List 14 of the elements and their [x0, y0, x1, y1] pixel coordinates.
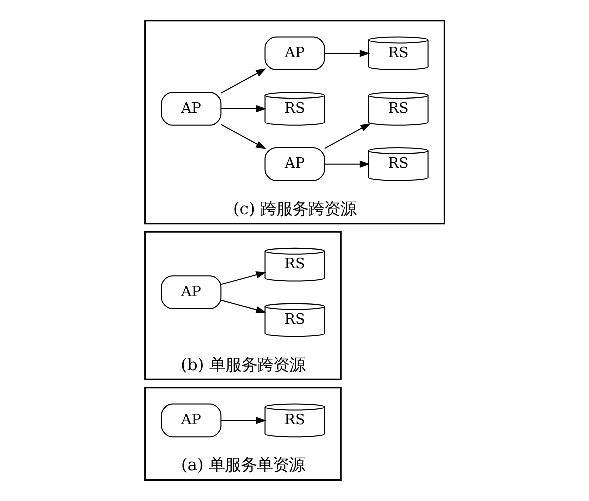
node-box: AP: [160, 404, 222, 438]
arrow: [220, 272, 266, 286]
node-box: AP: [264, 36, 325, 71]
node-box: AP: [160, 92, 222, 126]
arrow: [324, 160, 370, 168]
arrow: [220, 124, 266, 150]
arrow: [324, 50, 370, 58]
node-box: AP: [264, 147, 325, 182]
arrow: [220, 417, 266, 424]
arrow: [220, 300, 266, 314]
arrow: [220, 68, 266, 94]
node-box: AP: [160, 276, 222, 310]
arrow: [324, 123, 371, 150]
arrow: [220, 105, 266, 113]
